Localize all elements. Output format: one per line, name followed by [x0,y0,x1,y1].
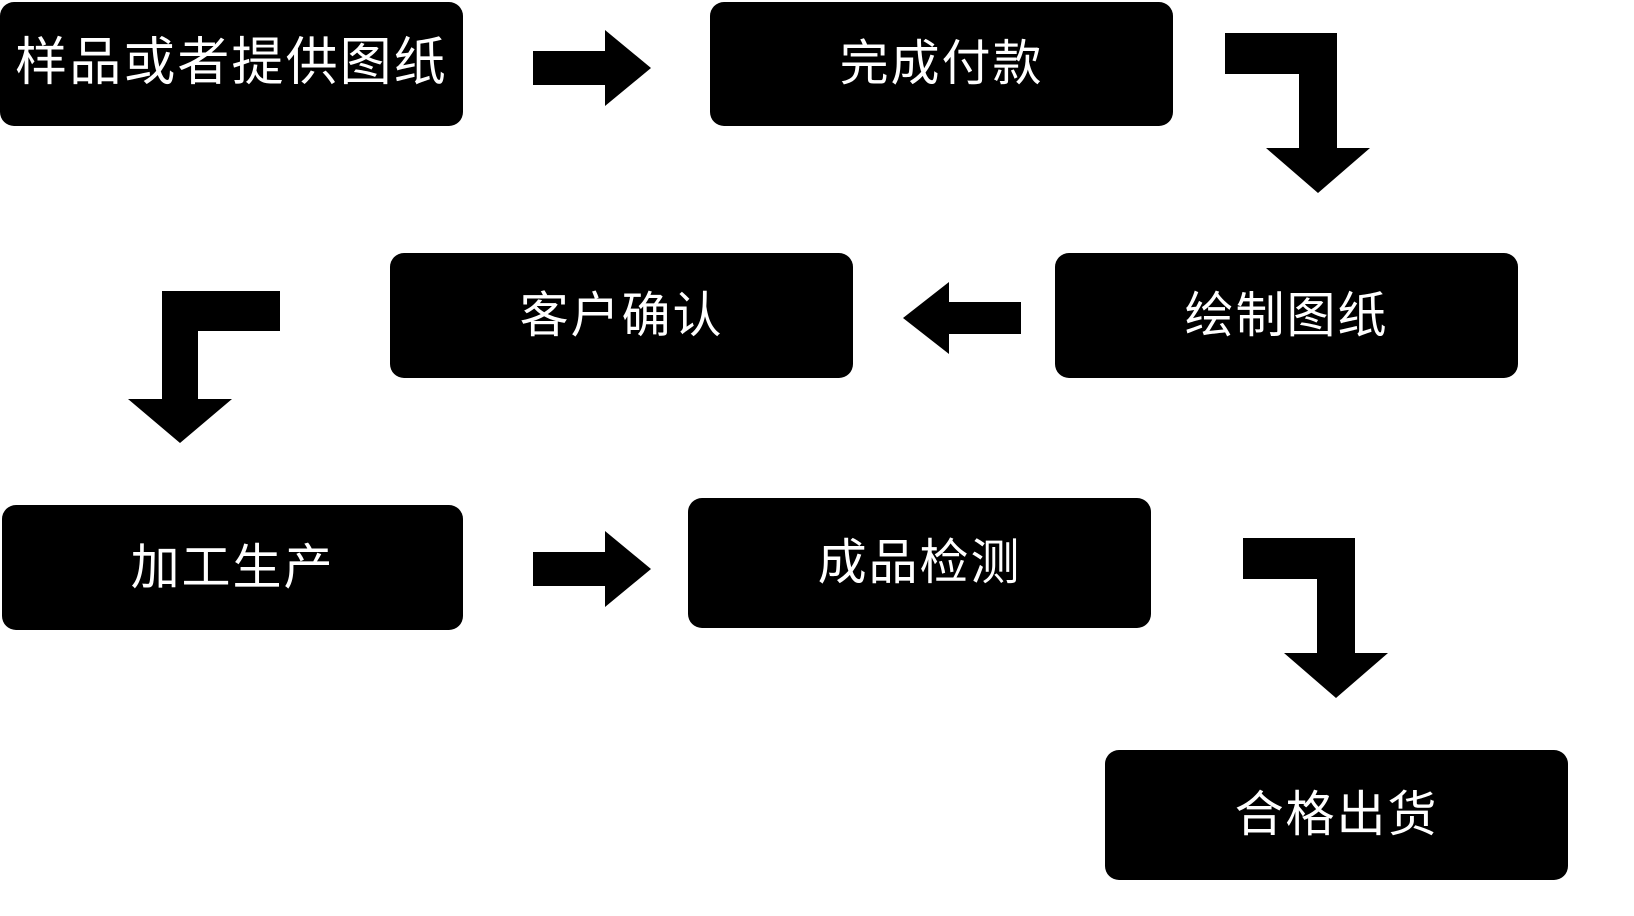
flow-node-label: 绘制图纸 [1184,286,1389,344]
flow-node-payment[interactable]: 完成付款 [710,2,1173,126]
flow-node-label: 加工生产 [130,538,335,596]
flow-node-drawing[interactable]: 绘制图纸 [1055,253,1518,378]
flow-node-label: 合格出货 [1234,786,1439,844]
arrow-right-icon [533,531,651,607]
arrow-elbow-down-right-icon [1243,538,1388,698]
arrow-left-icon [903,282,1021,354]
flow-node-inspection[interactable]: 成品检测 [688,498,1151,628]
flow-node-label: 完成付款 [839,35,1044,93]
arrow-elbow-down-left-icon [122,291,280,443]
arrow-elbow-down-right-icon [1225,33,1370,193]
flow-node-sample[interactable]: 样品或者提供图纸 [0,2,463,126]
arrow-right-icon [533,30,651,106]
flow-node-label: 样品或者提供图纸 [15,33,448,94]
flow-node-label: 成品检测 [817,534,1022,592]
flow-node-confirm[interactable]: 客户确认 [390,253,853,378]
flow-node-production[interactable]: 加工生产 [2,505,463,630]
flow-node-shipment[interactable]: 合格出货 [1105,750,1568,880]
flow-node-label: 客户确认 [519,286,724,344]
